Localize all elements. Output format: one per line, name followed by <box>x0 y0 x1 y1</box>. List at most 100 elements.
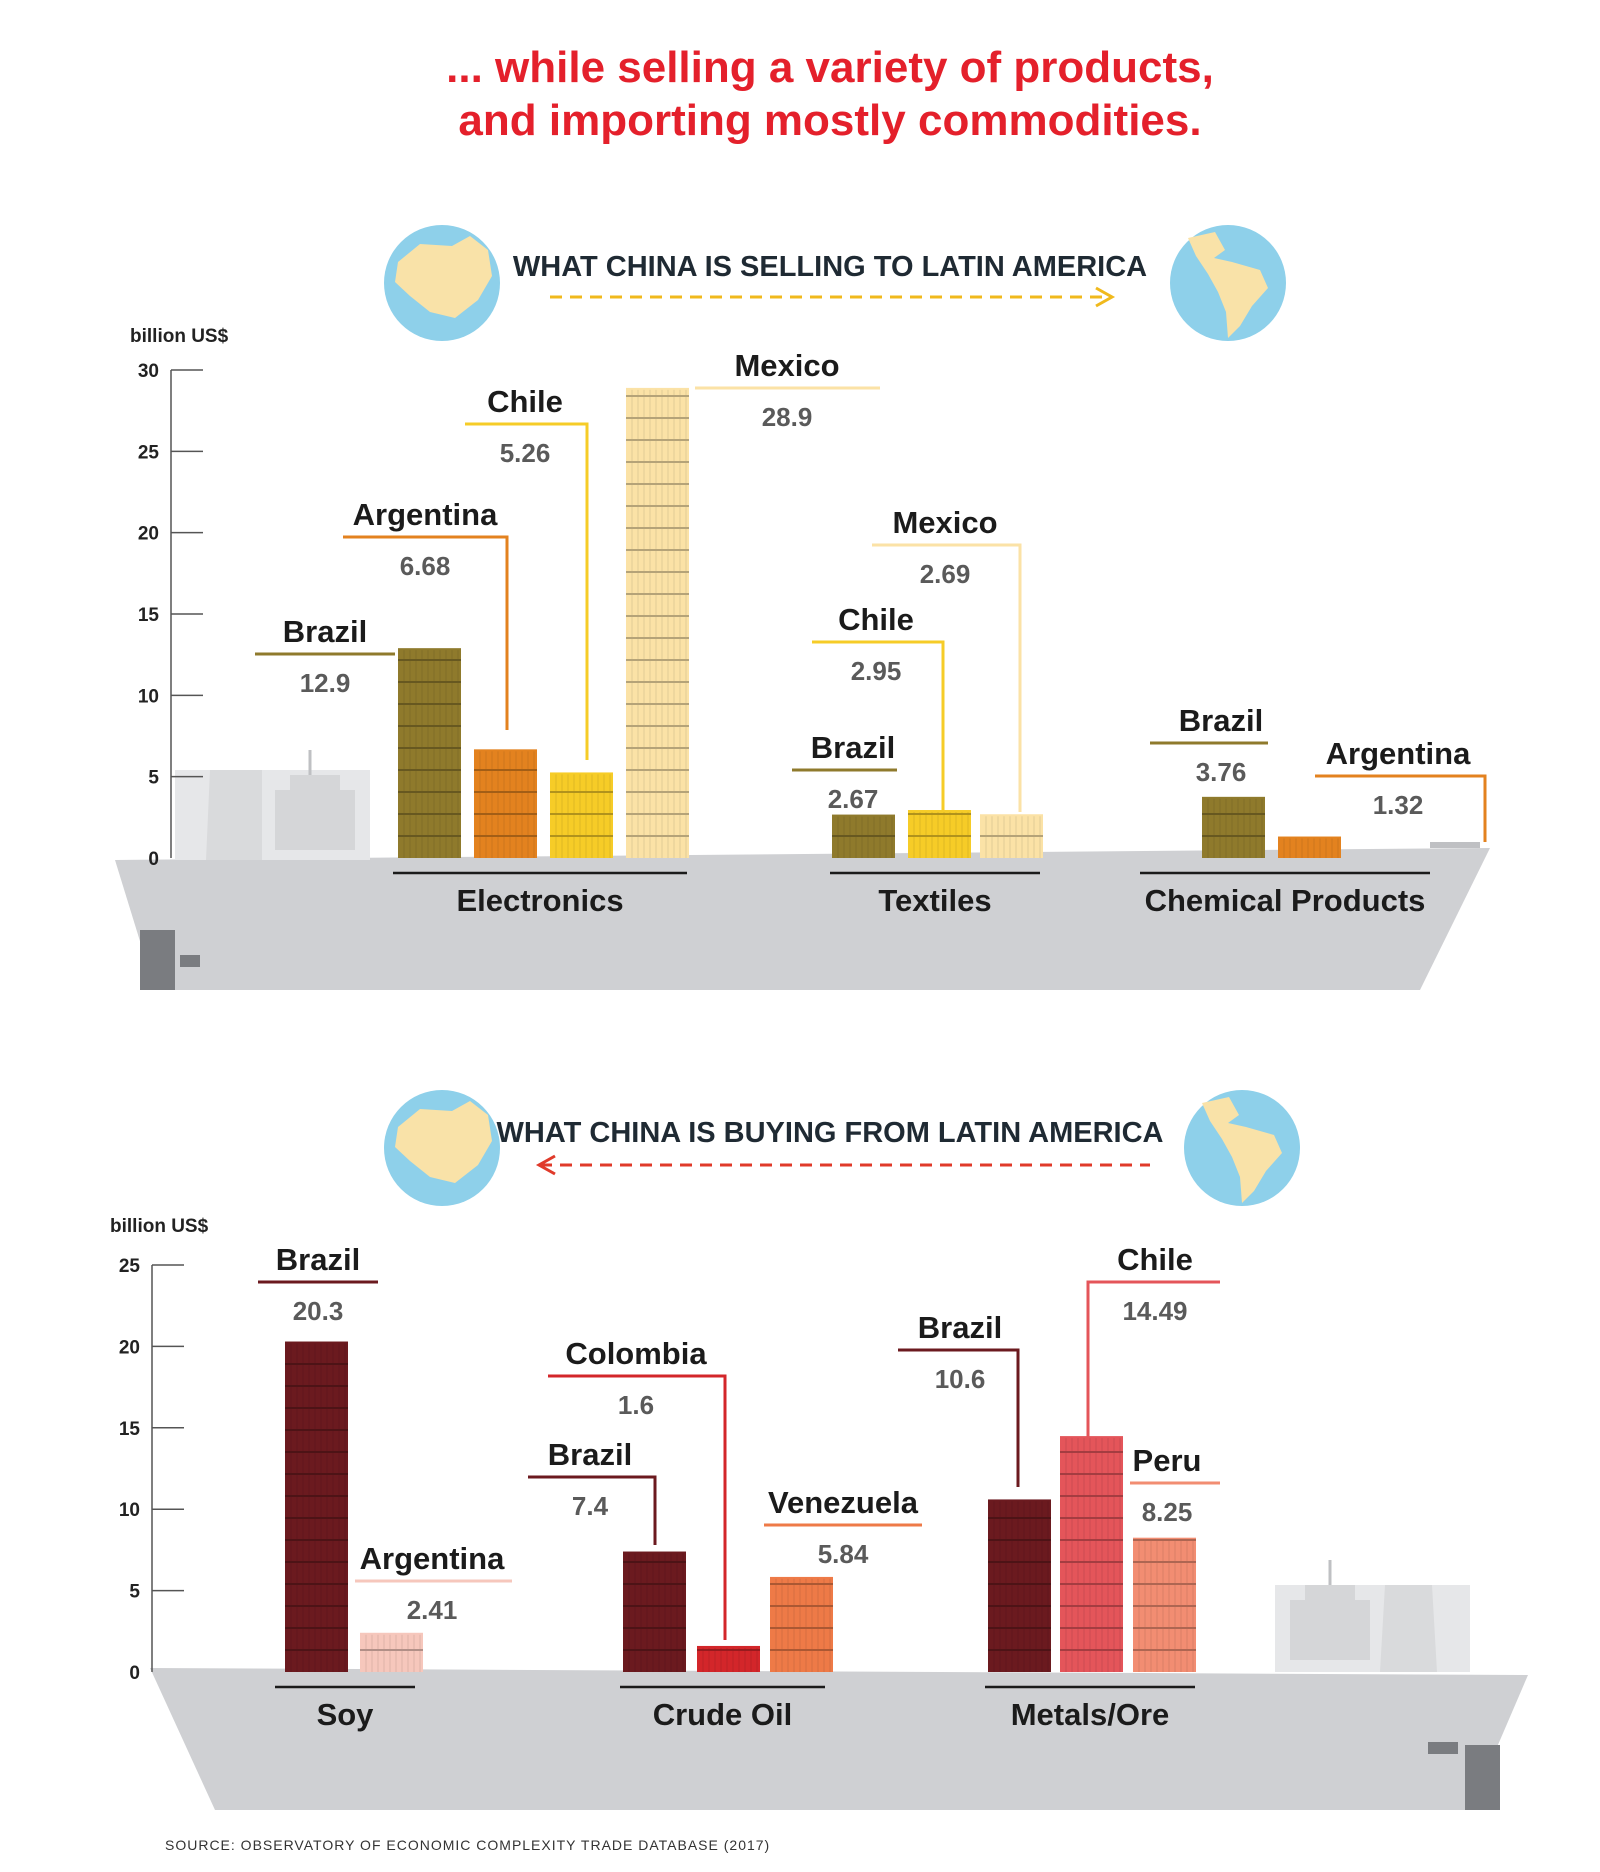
category-label: Chemical Products <box>1145 883 1426 918</box>
data-label: 2.41 <box>407 1595 458 1625</box>
leader-line <box>1315 774 1487 842</box>
source-note: SOURCE: OBSERVATORY OF ECONOMIC COMPLEXI… <box>165 1837 770 1853</box>
china-globe-icon <box>384 225 500 341</box>
container-stack-icon <box>908 810 971 858</box>
country-label: Mexico <box>734 348 839 383</box>
data-label: 6.68 <box>400 551 451 581</box>
dashed-arrow-icon <box>535 1154 1150 1176</box>
data-label: 10.6 <box>935 1364 986 1394</box>
imports-categories: Soy Crude Oil Metals/Ore <box>275 1685 1195 1732</box>
y-tick-label: 0 <box>129 1663 140 1684</box>
container-stack-icon <box>623 1551 686 1672</box>
container-stack-icon <box>474 749 537 858</box>
y-tick-label: 5 <box>148 768 159 789</box>
country-label: Brazil <box>811 730 895 765</box>
category-label: Soy <box>317 1697 375 1732</box>
latin-america-globe-icon <box>1170 225 1286 341</box>
country-label: Chile <box>838 602 914 637</box>
dashed-arrow-icon <box>550 286 1116 308</box>
bar-electronics-argentina: Argentina 6.68 <box>343 497 537 858</box>
container-stack-icon <box>285 1341 348 1672</box>
headline-line-2: and importing mostly commodities. <box>458 96 1201 145</box>
bar-crude-oil-brazil: Brazil 7.4 <box>528 1437 686 1672</box>
country-label: Peru <box>1133 1443 1202 1478</box>
data-label: 7.4 <box>572 1491 609 1521</box>
country-label: Chile <box>487 384 563 419</box>
exports-y-axis: 0 5 10 15 20 25 30 <box>138 361 203 870</box>
y-tick-label: 10 <box>119 1500 140 1521</box>
exports-section: WHAT CHINA IS SELLING TO LATIN AMERICA b… <box>115 225 1490 990</box>
data-label: 28.9 <box>762 402 813 432</box>
data-label: 5.84 <box>818 1539 869 1569</box>
container-stack-icon <box>550 772 613 858</box>
ship-icon <box>150 1560 1528 1810</box>
country-label: Brazil <box>276 1242 360 1277</box>
leader-line <box>343 535 509 730</box>
headline-line-1: ... while selling a variety of products, <box>446 43 1214 92</box>
country-label: Brazil <box>918 1310 1002 1345</box>
data-label: 3.76 <box>1196 757 1247 787</box>
data-label: 2.95 <box>851 656 902 686</box>
country-label: Colombia <box>565 1336 707 1371</box>
container-stack-icon <box>770 1576 833 1672</box>
imports-title: WHAT CHINA IS BUYING FROM LATIN AMERICA <box>497 1117 1164 1149</box>
y-tick-label: 25 <box>119 1256 141 1277</box>
bar-soy-argentina: Argentina 2.41 <box>355 1541 512 1672</box>
leader-line <box>812 640 945 812</box>
country-label: Argentina <box>1326 736 1471 771</box>
bar-chemical-products-argentina: Argentina 1.32 <box>1278 736 1487 858</box>
data-label: 14.49 <box>1122 1296 1187 1326</box>
category-label: Metals/Ore <box>1011 1697 1170 1732</box>
container-stack-icon <box>1202 796 1265 858</box>
y-tick-label: 20 <box>119 1337 140 1358</box>
container-stack-icon <box>360 1632 423 1672</box>
imports-bars: Brazil20.3Argentina2.41Brazil7.4Colombia… <box>258 1242 1220 1672</box>
imports-y-axis: 0 5 10 15 20 25 <box>119 1256 184 1684</box>
y-tick-label: 20 <box>138 524 159 545</box>
country-label: Brazil <box>1179 703 1263 738</box>
bar-crude-oil-colombia: Colombia 1.6 <box>548 1336 760 1672</box>
bar-textiles-brazil: Brazil 2.67 <box>792 730 897 858</box>
data-label: 1.32 <box>1373 790 1424 820</box>
y-tick-label: 25 <box>138 442 160 463</box>
latin-america-globe-icon <box>1184 1090 1300 1206</box>
bar-textiles-mexico: Mexico 2.69 <box>872 505 1043 858</box>
container-stack-icon <box>398 648 461 858</box>
country-label: Argentina <box>360 1541 505 1576</box>
y-tick-label: 0 <box>148 849 159 870</box>
exports-y-unit: billion US$ <box>130 326 229 347</box>
imports-section: WHAT CHINA IS BUYING FROM LATIN AMERICA … <box>110 1090 1528 1810</box>
leader-line <box>548 1374 727 1640</box>
country-label: Argentina <box>353 497 498 532</box>
container-stack-icon <box>1060 1436 1123 1672</box>
category-label: Crude Oil <box>653 1697 793 1732</box>
data-label: 20.3 <box>293 1296 344 1326</box>
exports-title: WHAT CHINA IS SELLING TO LATIN AMERICA <box>513 251 1147 283</box>
data-label: 1.6 <box>618 1390 654 1420</box>
leader-line <box>528 1475 657 1545</box>
data-label: 2.67 <box>828 784 879 814</box>
y-tick-label: 10 <box>138 686 159 707</box>
y-tick-label: 30 <box>138 361 159 382</box>
container-stack-icon <box>1278 836 1341 858</box>
country-label: Chile <box>1117 1242 1193 1277</box>
leader-line <box>898 1348 1020 1487</box>
data-label: 2.69 <box>920 559 971 589</box>
y-tick-label: 5 <box>129 1582 140 1603</box>
country-label: Brazil <box>548 1437 632 1472</box>
ship-icon <box>115 750 1490 990</box>
leader-line <box>1086 1280 1220 1438</box>
leader-line <box>872 543 1022 812</box>
country-label: Mexico <box>892 505 997 540</box>
container-stack-icon <box>988 1499 1051 1672</box>
bar-metals-ore-brazil: Brazil 10.6 <box>898 1310 1051 1672</box>
bar-metals-ore-chile: Chile 14.49 <box>1060 1242 1220 1672</box>
y-tick-label: 15 <box>119 1419 141 1440</box>
exports-bars: Brazil12.9Argentina6.68Chile5.26Mexico28… <box>255 348 1487 858</box>
category-label: Electronics <box>456 883 623 918</box>
y-tick-label: 15 <box>138 605 160 626</box>
